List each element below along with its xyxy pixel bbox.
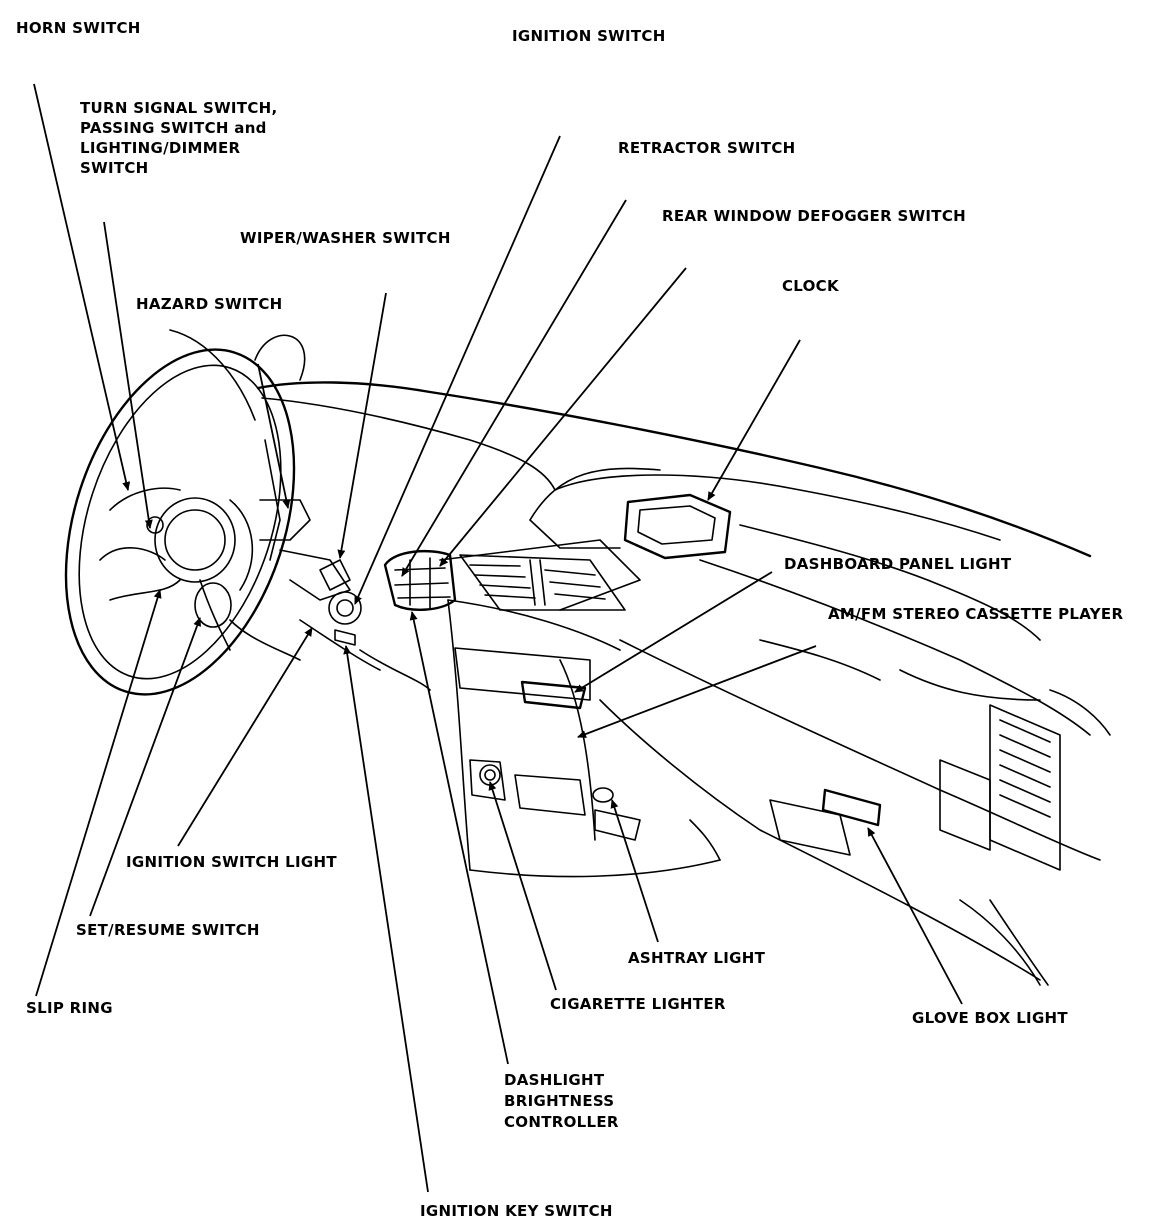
label-set-resume-switch: SET/RESUME SWITCH	[76, 921, 260, 939]
radio-unit	[454, 647, 591, 710]
label-dashlight-line1: DASHLIGHT	[504, 1071, 605, 1089]
leader-ignition-switch	[354, 135, 561, 605]
label-clock: CLOCK	[782, 277, 839, 295]
leader-clock	[707, 339, 801, 501]
glove-box-handle	[769, 788, 882, 856]
label-horn-switch: HORN SWITCH	[16, 19, 141, 37]
label-dashboard-panel-light: DASHBOARD PANEL LIGHT	[784, 555, 1012, 573]
label-turn-signal-line1: TURN SIGNAL SWITCH,	[80, 99, 278, 117]
label-slip-ring: SLIP RING	[26, 999, 113, 1017]
label-rear-window-defogger-switch: REAR WINDOW DEFOGGER SWITCH	[662, 207, 966, 225]
leader-slip-ring	[35, 589, 162, 997]
label-hazard-switch: HAZARD SWITCH	[136, 295, 283, 313]
label-am-fm-stereo-cassette-player: AM/FM STEREO CASSETTE PLAYER	[828, 605, 1124, 623]
leader-retractor-switch	[401, 199, 627, 577]
label-cigarette-lighter: CIGARETTE LIGHTER	[550, 995, 726, 1013]
leader-horn-switch	[33, 83, 131, 491]
leader-ignition-switch-light	[177, 627, 313, 847]
leader-hazard-switch	[257, 363, 291, 509]
label-ignition-key-switch: IGNITION KEY SWITCH	[420, 1202, 613, 1220]
label-glove-box-light: GLOVE BOX LIGHT	[912, 1009, 1068, 1027]
label-turn-signal-line2: PASSING SWITCH and	[80, 119, 267, 137]
label-retractor-switch: RETRACTOR SWITCH	[618, 139, 796, 157]
label-dashlight-line2: BRIGHTNESS	[504, 1092, 615, 1110]
label-ignition-switch: IGNITION SWITCH	[512, 27, 666, 45]
leader-cigarette-lighter	[488, 781, 557, 991]
switch-cluster	[383, 549, 457, 611]
leader-am-fm-player	[577, 645, 817, 738]
dashboard-outline	[254, 334, 1111, 986]
label-turn-signal-line3: LIGHTING/DIMMER	[80, 139, 241, 157]
leader-ashtray-light	[610, 799, 659, 943]
leader-dashboard-panel-light	[574, 571, 773, 693]
leader-wiper-washer	[337, 292, 387, 559]
label-ignition-switch-light: IGNITION SWITCH LIGHT	[126, 853, 337, 871]
label-ashtray-light: ASHTRAY LIGHT	[628, 949, 766, 967]
leader-lines	[33, 83, 963, 1193]
leader-glove-box-light	[867, 827, 963, 1005]
label-wiper-washer-switch: WIPER/WASHER SWITCH	[240, 229, 451, 247]
leader-ignition-key-switch	[343, 645, 429, 1193]
steering-wheel	[64, 329, 296, 696]
leader-turn-signal	[103, 221, 153, 529]
steering-column	[229, 499, 381, 671]
center-vents	[459, 554, 626, 611]
leader-set-resume	[89, 617, 201, 917]
clock-unit	[623, 493, 732, 560]
leader-rear-window-defogger	[439, 267, 687, 567]
label-turn-signal-line4: SWITCH	[80, 159, 149, 177]
leader-dashlight-controller	[409, 611, 509, 1065]
label-dashlight-line3: CONTROLLER	[504, 1113, 619, 1131]
